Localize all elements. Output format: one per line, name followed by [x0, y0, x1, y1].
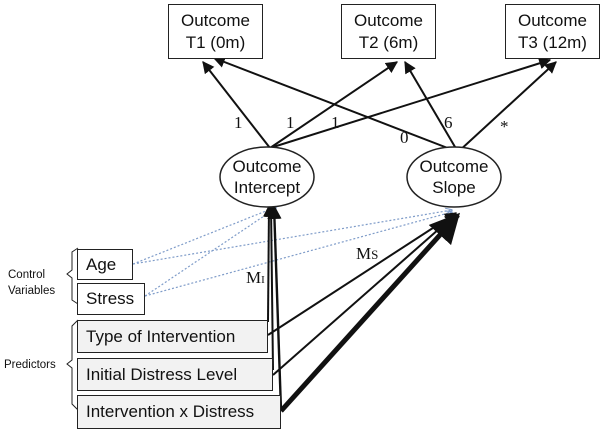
loading-slope-t2: 6 — [444, 113, 453, 132]
outcome-t3-box: Outcome T3 (12m) — [505, 4, 600, 59]
mediator-slope-m: M — [356, 244, 372, 263]
intercept-factor: Outcome Intercept — [220, 147, 314, 207]
predictors-group-label: Predictors — [4, 359, 56, 371]
slope-line2: Slope — [432, 178, 476, 197]
arrow-slope-t1 — [212, 56, 459, 153]
slope-ellipse — [406, 146, 502, 208]
outcome-t1-line1: Outcome — [181, 11, 250, 31]
arrow-age-slope — [132, 210, 452, 265]
control-stress-box: Stress — [77, 283, 145, 315]
mediator-intercept-m: M — [246, 268, 262, 287]
loading-intercept-t2: 1 — [286, 113, 295, 132]
predictor-distress-box: Initial Distress Level — [77, 358, 273, 391]
control-age-box: Age — [77, 249, 133, 280]
controls-group-label: Control Variables — [8, 268, 55, 299]
slope-factor: Outcome Slope — [407, 147, 501, 207]
arrow-slope-t3 — [457, 61, 557, 153]
arrow-intercept-t3 — [269, 57, 552, 149]
arrow-type-slope — [267, 212, 458, 336]
arrow-intercept-t1 — [202, 61, 271, 149]
arrow-interaction-intercept — [267, 204, 283, 411]
intercept-ellipse — [219, 146, 315, 208]
outcome-t1-box: Outcome T1 (0m) — [168, 4, 263, 59]
outcome-t2-box: Outcome T2 (6m) — [341, 4, 436, 59]
controls-label-line2: Variables — [8, 284, 56, 297]
outcome-t3-line1: Outcome — [518, 11, 587, 31]
arrow-age-intercept — [132, 207, 276, 265]
mediator-slope-sub: S — [371, 247, 379, 262]
arrow-distress-slope — [272, 213, 457, 376]
predictor-interaction-box: Intervention x Distress — [77, 395, 281, 429]
outcome-t3-line2: T3 (12m) — [518, 32, 587, 52]
predictors-bracket — [66, 319, 79, 411]
loading-slope-t1: 0 — [400, 128, 409, 147]
outcome-t2-line1: Outcome — [354, 11, 423, 31]
arrow-interaction-slope — [279, 212, 461, 413]
loading-slope-t3: * — [500, 117, 509, 136]
arrow-stress-slope — [144, 212, 452, 297]
slope-line1: Outcome — [419, 156, 489, 176]
mediator-intercept-label: MI — [246, 268, 265, 288]
arrow-distress-intercept — [265, 204, 278, 371]
loading-intercept-t3: 1 — [331, 113, 340, 132]
arrow-slope-t2 — [404, 60, 459, 153]
predictor-type-box: Type of Intervention — [77, 320, 268, 353]
controls-bracket — [66, 247, 79, 305]
intercept-line2: Intercept — [233, 178, 301, 197]
outcome-t1-line2: T1 (0m) — [185, 32, 246, 52]
mediator-slope-label: MS — [356, 244, 378, 264]
arrow-type-intercept — [262, 204, 275, 323]
mediator-intercept-sub: I — [261, 274, 265, 286]
controls-label-line1: Control — [8, 269, 46, 281]
intercept-line1: Outcome — [232, 156, 302, 176]
outcome-t2-line2: T2 (6m) — [358, 32, 419, 52]
loading-intercept-t1: 1 — [234, 113, 243, 132]
